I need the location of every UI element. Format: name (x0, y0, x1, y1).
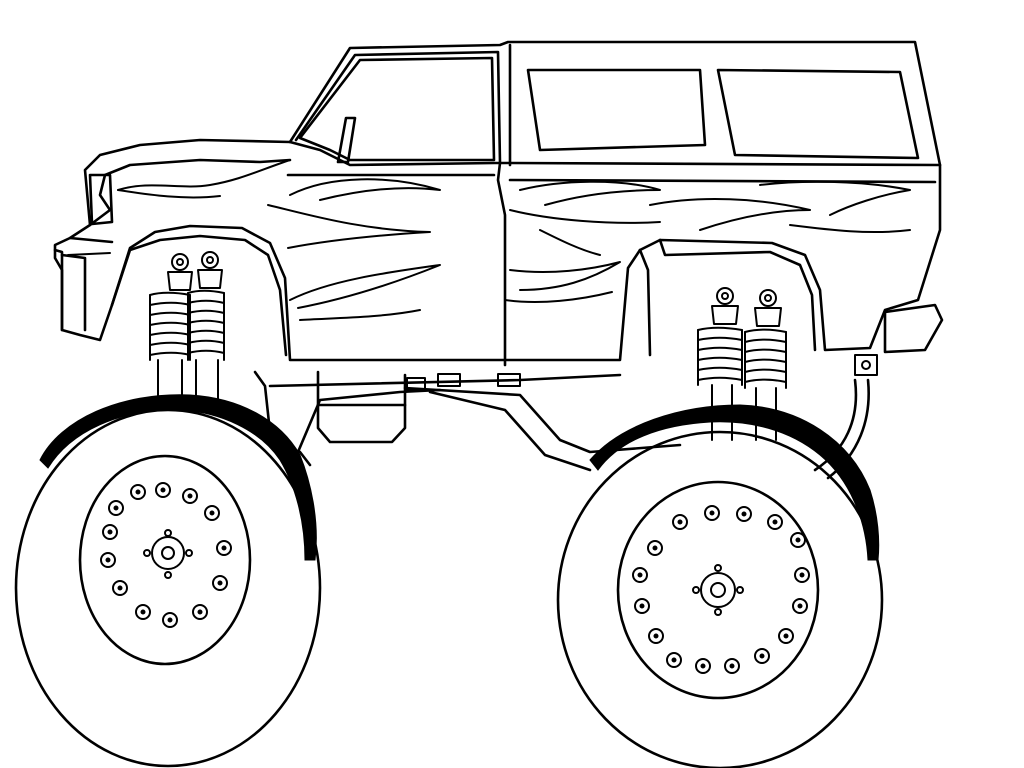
front-wheel-hub (143, 529, 193, 579)
front-shock-absorber-left (149, 253, 193, 406)
rear-wheel-lug-ring (632, 505, 810, 674)
side-mirror (883, 303, 944, 354)
windshield (298, 56, 496, 162)
drivetrain-box (316, 370, 407, 444)
rear-shock-absorber-right (744, 289, 787, 441)
front-grille-lights (53, 173, 114, 332)
flame-decals (117, 159, 911, 321)
rear-shock-absorber-left (697, 287, 743, 441)
truck-body (53, 40, 942, 367)
rear-wheel-hub (692, 564, 744, 616)
rear-tire (556, 404, 884, 768)
side-window-front (526, 68, 707, 152)
side-window-rear (716, 68, 920, 160)
front-wheel-lug-ring (100, 482, 232, 628)
steering-stick (336, 116, 357, 164)
front-tire (14, 394, 322, 768)
frame-brackets (406, 354, 878, 391)
front-shock-absorber-right (187, 251, 225, 409)
